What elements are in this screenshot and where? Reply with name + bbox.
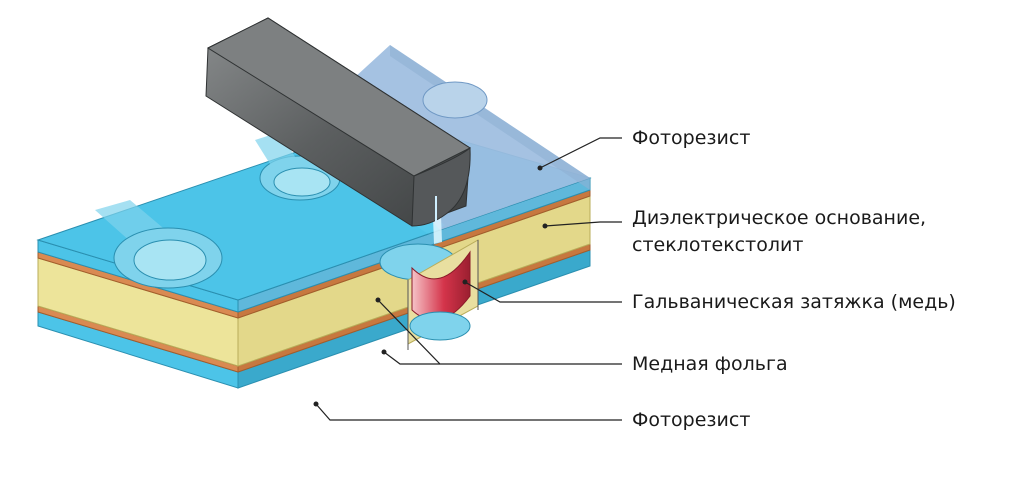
trace-middle — [255, 132, 300, 172]
label-dielectric-line2: стеклотекстолит — [632, 234, 804, 256]
label-dielectric-line1: Диэлектрическое основание, — [632, 207, 927, 229]
hole-bottom-opening — [409, 311, 471, 341]
leader-photoresist-bottom — [315, 403, 622, 421]
pad-left-hole — [133, 239, 207, 281]
uv-exposure-lamp — [205, 17, 472, 244]
leader-dot — [462, 279, 468, 285]
plated-hole-cutaway — [407, 239, 479, 350]
label-photoresist-top: Фоторезист — [632, 127, 751, 149]
pad-right-exposed — [422, 81, 488, 119]
label-copper-foil: Медная фольга — [632, 353, 788, 375]
label-photoresist-bottom: Фоторезист — [632, 409, 751, 431]
leader-dot — [542, 223, 548, 229]
leader-lines — [315, 137, 622, 421]
pad-middle-hole — [273, 167, 331, 197]
leader-copper-foil-2 — [383, 351, 440, 365]
pads — [95, 81, 488, 289]
exposed-edge — [390, 45, 590, 190]
exposed-photoresist-region — [330, 45, 590, 230]
front-face-layers — [37, 239, 239, 389]
leader-dots — [313, 165, 548, 407]
leader-photoresist-top — [539, 137, 622, 169]
leader-dot — [313, 401, 319, 407]
leader-dot — [381, 349, 387, 355]
leader-plating — [464, 281, 622, 303]
leader-dielectric — [544, 221, 622, 227]
leader-dot — [537, 165, 543, 171]
lamp-end-face — [411, 146, 471, 227]
leader-dot — [375, 297, 381, 303]
label-plating: Гальваническая затяжка (медь) — [632, 291, 956, 313]
